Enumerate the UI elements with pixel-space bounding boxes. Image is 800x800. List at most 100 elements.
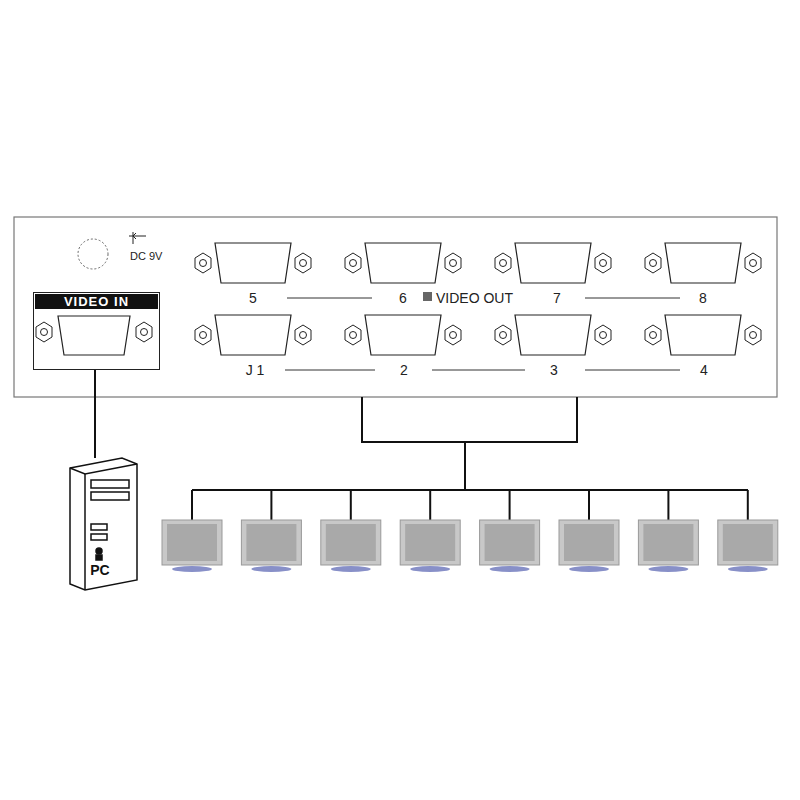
screw-hole	[350, 260, 357, 267]
monitor-screen	[326, 524, 376, 561]
vga-ports	[195, 243, 761, 355]
monitor-base	[172, 566, 212, 572]
pc-node: PC	[70, 458, 137, 590]
port-label: 6	[399, 290, 407, 306]
video-in-box: VIDEO IN	[33, 292, 160, 370]
screw-hole	[750, 332, 757, 339]
port-label: 2	[400, 362, 408, 378]
monitor-frame	[718, 520, 778, 565]
screw-hex	[745, 253, 761, 273]
monitor-wire	[350, 490, 352, 520]
video-in-port	[36, 316, 152, 355]
monitor-screen	[485, 524, 535, 561]
screw-hole	[200, 260, 207, 267]
screw-hole	[500, 260, 507, 267]
separator-lines	[285, 298, 680, 370]
port-label: J 1	[246, 362, 265, 378]
screw-hex	[595, 253, 611, 273]
screw-hole	[200, 332, 207, 339]
vga-port	[365, 243, 441, 283]
vga-port	[665, 243, 741, 283]
vga-port	[215, 315, 291, 355]
screw-hex	[345, 325, 361, 345]
monitor-wire	[747, 490, 749, 520]
splitter-panel	[14, 217, 777, 397]
vga-port	[515, 315, 591, 355]
monitor-wire	[588, 490, 590, 520]
vga-port	[665, 315, 741, 355]
screw-hole	[600, 332, 607, 339]
monitor-frame	[162, 520, 222, 565]
screw-hole	[650, 260, 657, 267]
screw-hole	[350, 332, 357, 339]
power-label: DC 9V	[130, 248, 162, 264]
monitor-base	[410, 566, 450, 572]
monitor-frame	[480, 520, 540, 565]
screw-hole	[650, 332, 657, 339]
screw-hex	[645, 253, 661, 273]
monitor-screen	[643, 524, 693, 561]
port-label: 3	[550, 362, 558, 378]
monitor-screen	[167, 524, 217, 561]
monitor-frame	[241, 520, 301, 565]
screw-hex	[445, 325, 461, 345]
pc-label: PC	[89, 562, 110, 578]
screw-hex	[595, 325, 611, 345]
monitor-wire	[191, 490, 193, 520]
monitor-frame	[400, 520, 460, 565]
screw-hex	[295, 253, 311, 273]
screw-hole	[450, 260, 457, 267]
monitor-frame	[638, 520, 698, 565]
monitor-base	[251, 566, 291, 572]
vga-port	[215, 243, 291, 283]
port-label: 4	[700, 362, 708, 378]
vga-port	[515, 243, 591, 283]
monitor-screen	[723, 524, 773, 561]
indicator-square	[423, 292, 432, 301]
video-cable	[94, 370, 96, 458]
port-label: VIDEO OUT	[436, 290, 513, 306]
screw-hole	[450, 332, 457, 339]
monitor-base	[569, 566, 609, 572]
monitor-screen	[246, 524, 296, 561]
monitor-base	[331, 566, 371, 572]
monitor-base	[728, 566, 768, 572]
monitor-base	[648, 566, 688, 572]
screw-hex	[195, 325, 211, 345]
screw-hex	[295, 325, 311, 345]
monitor-screen	[405, 524, 455, 561]
screw-hole	[300, 260, 307, 267]
output-wiring	[192, 397, 748, 490]
port-label: 8	[699, 290, 707, 306]
screw-hex	[495, 253, 511, 273]
monitor-base	[490, 566, 530, 572]
monitor-wire	[429, 490, 431, 520]
pc-tower	[70, 458, 137, 590]
screw-hex	[495, 325, 511, 345]
screw-hex	[645, 325, 661, 345]
monitor-wire	[509, 490, 511, 520]
screw-hex	[195, 253, 211, 273]
monitors	[162, 490, 778, 572]
monitor-frame	[559, 520, 619, 565]
screw-hole	[500, 332, 507, 339]
monitor-frame	[321, 520, 381, 565]
power-jack	[78, 239, 108, 269]
screw-hole	[300, 332, 307, 339]
monitor-screen	[564, 524, 614, 561]
vga-port	[365, 315, 441, 355]
screw-hole	[600, 260, 607, 267]
port-label: 5	[249, 290, 257, 306]
port-label: 7	[553, 290, 561, 306]
monitor-wire	[270, 490, 272, 520]
dc-symbol	[129, 232, 146, 244]
screw-hex	[345, 253, 361, 273]
screw-hex	[445, 253, 461, 273]
monitor-wire	[667, 490, 669, 520]
screw-hex	[745, 325, 761, 345]
screw-hole	[750, 260, 757, 267]
header-band: VIDEO IN	[35, 294, 158, 309]
